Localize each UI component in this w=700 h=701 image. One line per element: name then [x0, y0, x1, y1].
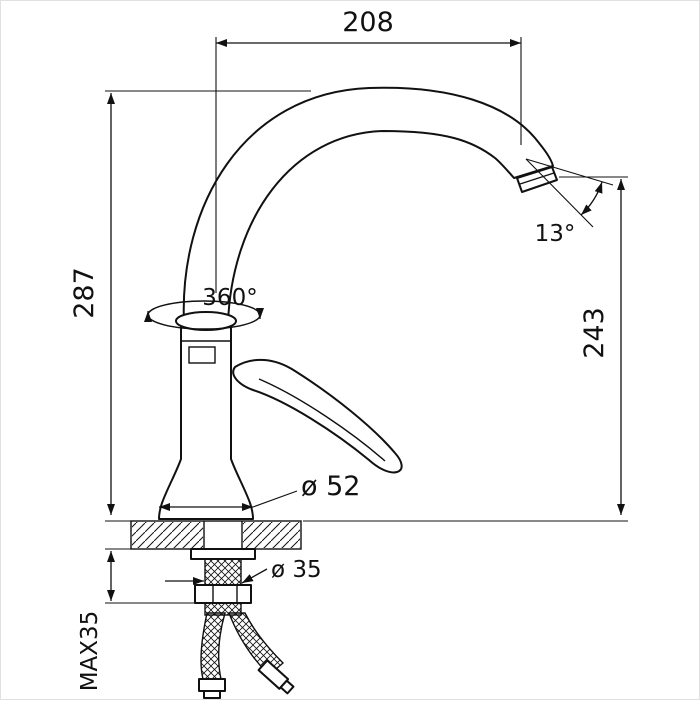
rotation-annotation: 360°	[144, 285, 264, 330]
faucet-handle	[232, 358, 403, 474]
max-thickness-label: MAX35	[77, 611, 103, 692]
base-diameter-annotation: ø 52	[159, 471, 360, 511]
hose-left	[200, 612, 226, 680]
supply-hoses	[198, 612, 295, 699]
dim-right-height-label: 243	[579, 307, 610, 359]
spout-aerator	[516, 166, 558, 193]
mounting-nut	[194, 584, 252, 604]
hose-left-fitting	[198, 678, 226, 692]
swivel-collar	[175, 311, 237, 331]
dim-left-height: 287	[69, 90, 311, 522]
dim-left-height-label: 287	[69, 267, 100, 319]
spout-angle-label: 13°	[535, 221, 576, 247]
faucet-spout	[182, 86, 558, 324]
swivel-label: 360°	[202, 285, 257, 311]
dim-right-height: 243	[303, 176, 628, 522]
stem-diameter-label: ø 35	[271, 557, 322, 583]
faucet-body	[158, 311, 254, 520]
stem-diameter-annotation: ø 35	[165, 557, 322, 585]
body-badge	[188, 346, 216, 364]
angle-annotation: 13°	[525, 158, 614, 247]
dim-top-width: 208	[215, 7, 522, 293]
dim-top-width-label: 208	[342, 7, 394, 38]
washer	[190, 548, 256, 560]
base-diameter-label: ø 52	[301, 471, 360, 502]
max-thickness-annotation: MAX35	[77, 548, 197, 692]
hose-right	[227, 612, 285, 676]
countertop	[130, 520, 302, 550]
mounting-hardware	[190, 548, 256, 616]
